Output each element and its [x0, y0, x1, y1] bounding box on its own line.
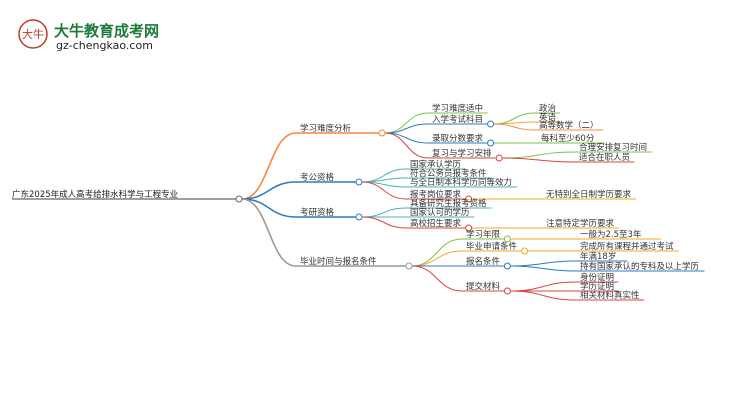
sub-node-3-0[interactable]: 学习年限 [466, 229, 501, 240]
sub-toggle-1-3[interactable] [465, 195, 473, 203]
branch-link-0 [241, 132, 297, 200]
root-toggle[interactable] [235, 195, 243, 203]
sub-link-2-0 [361, 207, 407, 218]
leaf-link-3-2-1 [510, 265, 577, 272]
sub-node-2-2[interactable]: 高校招生要求 [410, 218, 462, 229]
brand-logo-glyph: 大牛 [22, 27, 44, 41]
sub-link-0-0 [384, 112, 429, 134]
root-node[interactable]: 广东2025年成人高考给排水科学与工程专业 [12, 189, 178, 200]
sub-node-0-2[interactable]: 录取分数要求 [432, 133, 484, 144]
leaf-node-3-3-1[interactable]: 学历证明 [580, 281, 614, 292]
leaf-node-0-3-0[interactable]: 合理安排复习时间 [579, 142, 647, 153]
sub-link-0-2 [384, 132, 429, 144]
brand-url: gz-chengkao.com [56, 39, 153, 52]
sub-link-0-1 [384, 123, 429, 134]
leaf-node-0-1-0[interactable]: 政治 [539, 103, 557, 114]
brand-logo-icon: 大牛 [18, 19, 48, 49]
sub-node-2-1[interactable]: 国家认可的学历 [410, 207, 470, 218]
sub-node-1-3[interactable]: 报考岗位要求 [410, 189, 462, 200]
leaf-node-3-2-1[interactable]: 持有国家承认的专科及以上学历 [580, 261, 700, 272]
sub-node-0-1[interactable]: 入学考试科目 [432, 114, 483, 125]
branch-toggle-0[interactable] [378, 129, 386, 137]
sub-link-1-3 [361, 181, 407, 200]
leaf-node-2-2-0[interactable]: 注意特定学历要求 [546, 218, 615, 229]
sub-link-2-2 [361, 216, 407, 229]
sub-toggle-0-2[interactable] [487, 139, 495, 147]
leaf-node-3-0-0[interactable]: 一般为2.5至3年 [580, 229, 642, 240]
branch-link-2 [241, 198, 297, 218]
sub-toggle-3-2[interactable] [503, 262, 511, 270]
brand-title: 大牛教育成考网 [54, 22, 159, 40]
sub-toggle-0-3[interactable] [495, 154, 503, 162]
leaf-node-0-1-1[interactable]: 英语 [539, 112, 557, 123]
leaf-node-3-2-0[interactable]: 年满18岁 [580, 251, 616, 262]
leaf-node-3-1-0[interactable]: 完成所有课程并通过考试 [580, 241, 674, 252]
sub-toggle-3-1[interactable] [521, 247, 529, 255]
sub-node-1-0[interactable]: 国家承认学历 [410, 159, 462, 170]
branch-toggle-3[interactable] [405, 262, 413, 270]
sub-link-1-1 [361, 177, 407, 183]
sub-link-3-1 [411, 250, 463, 267]
sub-link-3-0 [411, 238, 463, 267]
branch-node-1[interactable]: 考公资格 [300, 172, 335, 183]
sub-node-3-2[interactable]: 报名条件 [466, 256, 501, 267]
leaf-node-3-3-0[interactable]: 身份证明 [580, 272, 614, 283]
leaf-link-0-1-1 [493, 121, 536, 125]
branch-node-0[interactable]: 学习难度分析 [300, 123, 352, 134]
leaf-node-3-3-2[interactable]: 相关材料真实性 [580, 290, 640, 301]
sub-node-0-3[interactable]: 复习与学习安排 [432, 148, 492, 159]
branch-link-3 [241, 198, 297, 267]
leaf-link-0-3-1 [502, 157, 576, 163]
mindmap-links [12, 112, 705, 301]
sub-node-3-1[interactable]: 毕业申请条件 [466, 241, 518, 252]
sub-toggle-3-0[interactable] [503, 235, 511, 243]
sub-toggle-3-3[interactable] [503, 287, 511, 295]
sub-node-3-3[interactable]: 提交材料 [466, 281, 501, 292]
leaf-node-1-3-0[interactable]: 无特别全日制学历要求 [546, 189, 632, 200]
branch-toggle-1[interactable] [355, 178, 363, 186]
leaf-link-0-1-2 [493, 123, 536, 131]
sub-link-0-3 [384, 132, 429, 159]
leaf-node-0-1-2[interactable]: 高等数学（二） [539, 120, 599, 131]
sub-node-2-0[interactable]: 具备研究生报考资格 [410, 198, 487, 209]
sub-toggle-0-1[interactable] [487, 120, 495, 128]
leaf-node-0-3-1[interactable]: 适合在职人员 [579, 152, 630, 163]
branch-node-2[interactable]: 考研资格 [300, 207, 335, 218]
leaf-node-0-2-0[interactable]: 每科至少60分 [541, 133, 595, 144]
branch-node-3[interactable]: 毕业时间与报名条件 [300, 256, 377, 267]
sub-node-1-2[interactable]: 与全日制本科学历同等效力 [410, 177, 512, 188]
brand-header: 大牛 大牛教育成考网 gz-chengkao.com [18, 19, 159, 52]
branch-link-1 [241, 181, 297, 200]
leaf-link-3-3-0 [510, 281, 577, 292]
sub-node-0-0[interactable]: 学习难度适中 [432, 103, 483, 114]
leaf-link-3-3-2 [510, 290, 577, 301]
branch-toggle-2[interactable] [355, 213, 363, 221]
sub-node-1-1[interactable]: 符合公务员报考条件 [410, 168, 487, 179]
sub-toggle-2-2[interactable] [465, 224, 473, 232]
leaf-link-3-2-0 [510, 260, 577, 267]
leaf-link-0-3-0 [502, 151, 576, 159]
sub-link-3-3 [411, 265, 463, 292]
